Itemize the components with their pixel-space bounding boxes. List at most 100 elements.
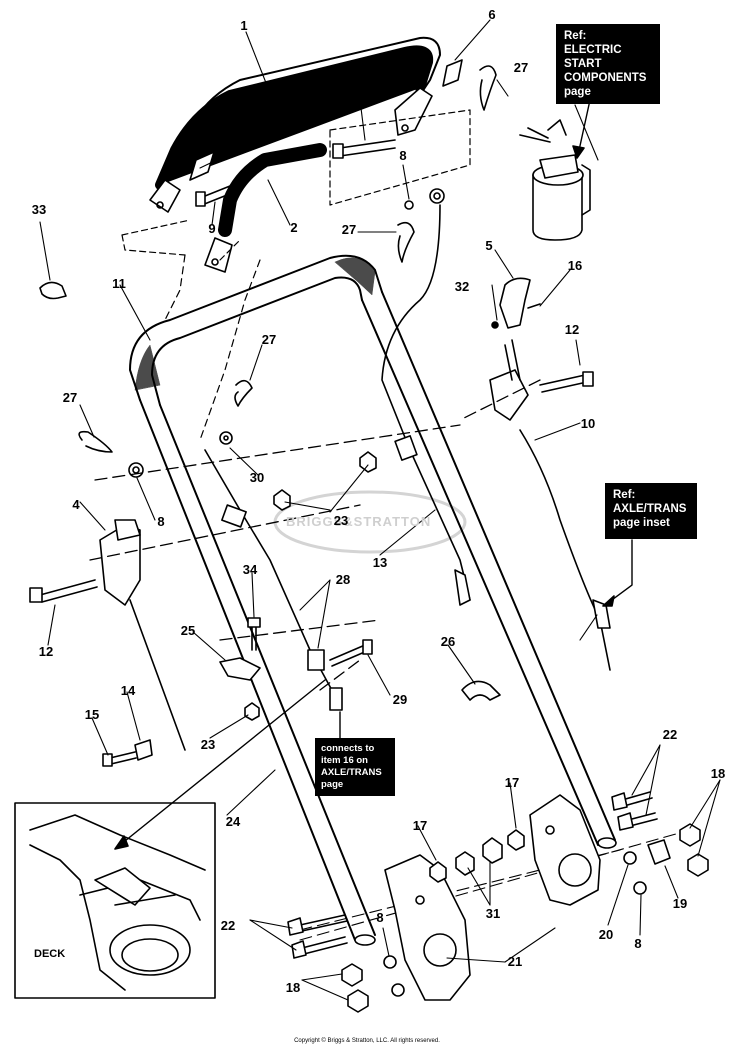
nut-23a	[359, 451, 377, 473]
callout-8d: 8	[634, 936, 642, 951]
hairpin-27a	[479, 65, 497, 111]
key-switch	[519, 119, 591, 241]
callout-20: 20	[598, 927, 614, 942]
dashed-guide-lower	[121, 219, 241, 261]
plate-21-right	[529, 794, 601, 906]
callout-1: 1	[240, 18, 248, 33]
callout-7: 7	[254, 132, 262, 147]
bolt-9	[195, 185, 233, 207]
callout-17b: 17	[412, 818, 428, 833]
callout-8a: 8	[399, 148, 407, 163]
arrow-electric-ref	[577, 99, 591, 156]
callout-33: 33	[31, 202, 47, 217]
hairpin-27c	[234, 379, 253, 407]
clip-26	[461, 680, 501, 701]
callout-26: 26	[440, 634, 456, 649]
bolt-22b	[621, 791, 653, 807]
ref-electric-line-5: page	[564, 86, 591, 98]
callout-30: 30	[249, 470, 265, 485]
ref-box-electric-start: Ref: ELECTRIC START COMPONENTS page	[556, 24, 660, 104]
deck-inset-drawing	[29, 814, 206, 991]
callout-4: 4	[72, 497, 80, 512]
nut-18a	[341, 963, 363, 987]
washer-8c	[383, 955, 397, 969]
nut-18b	[679, 823, 701, 847]
arrow-inset-cable	[119, 679, 326, 846]
ref-electric-line-3: START	[564, 58, 602, 70]
callout-8c: 8	[376, 910, 384, 925]
callout-28: 28	[335, 572, 351, 587]
callout-12b: 12	[38, 644, 54, 659]
nut-23b	[273, 489, 291, 511]
callout-32: 32	[454, 279, 470, 294]
bolt-34	[251, 624, 257, 651]
callout-9: 9	[208, 221, 216, 236]
ref-connects-line-3: AXLE/TRANS	[321, 767, 382, 778]
inset-deck-label: DECK	[34, 948, 66, 960]
callout-27d: 27	[62, 390, 78, 405]
ref-axle-line-1: Ref:	[613, 489, 636, 501]
nut-17a	[429, 861, 447, 883]
ref-axle-line-2: AXLE/TRANS	[613, 503, 687, 515]
hairpin-27d	[78, 430, 113, 453]
callout-19: 19	[672, 896, 688, 911]
ref-box-connects: connects to item 16 on AXLE/TRANS page	[315, 738, 395, 796]
bail-bracket-4	[99, 519, 186, 751]
clamp-33	[39, 281, 67, 300]
bracket-19	[647, 839, 671, 865]
callout-11: 11	[112, 276, 126, 291]
watermark-text: BRIGGS&STRATTON	[286, 514, 432, 529]
callout-14: 14	[120, 683, 136, 698]
ref-connects-line-4: page	[321, 779, 344, 790]
callout-12a: 12	[564, 322, 580, 337]
callout-18a: 18	[710, 766, 726, 781]
copyright-footer: Copyright © Briggs & Stratton, LLC. All …	[294, 1038, 440, 1044]
decal-6	[442, 59, 463, 87]
callout-27b: 27	[341, 222, 357, 237]
callout-31: 31	[485, 906, 501, 921]
callout-24: 24	[225, 814, 241, 829]
screw-15	[109, 751, 137, 765]
callout-23b: 23	[200, 737, 216, 752]
control-lever-10	[489, 339, 611, 671]
deck-inset-box	[14, 802, 216, 999]
ref-electric-line-1: Ref:	[564, 30, 587, 42]
callout-27a: 27	[513, 60, 529, 75]
ref-connects-line-2: item 16 on	[321, 755, 368, 766]
callout-18b: 18	[285, 980, 301, 995]
callout-13: 13	[372, 555, 388, 570]
callout-6: 6	[488, 7, 496, 22]
bolt-29	[329, 644, 368, 667]
washer-8a	[404, 200, 414, 210]
upper-handle-1	[149, 36, 441, 213]
callout-5: 5	[485, 238, 493, 253]
callout-2: 2	[290, 220, 298, 235]
knob-5	[499, 277, 531, 329]
bolt-22a	[299, 914, 348, 932]
washer-8d	[633, 881, 647, 895]
ref-electric-line-2: ELECTRIC	[564, 44, 622, 56]
callout-29: 29	[392, 692, 408, 707]
callout-27c: 27	[261, 332, 277, 347]
spacer-31a	[455, 851, 475, 876]
hairpin-27b	[397, 221, 415, 263]
callout-10: 10	[580, 416, 596, 431]
callout-16: 16	[567, 258, 583, 273]
ref-connects-line-1: connects to	[321, 743, 375, 754]
ref-axle-line-3: page inset	[613, 517, 670, 529]
decal-7	[189, 151, 215, 181]
callout-8b: 8	[157, 514, 165, 529]
plate-21-left	[384, 854, 471, 1001]
dashed-guide-upper	[329, 109, 471, 206]
callout-22a: 22	[662, 727, 678, 742]
callout-15: 15	[84, 707, 100, 722]
callout-3: 3	[356, 84, 364, 99]
callout-34: 34	[242, 562, 258, 577]
callout-23a: 23	[333, 513, 349, 528]
ref-electric-line-4: COMPONENTS	[564, 72, 647, 84]
bolt-3	[332, 139, 396, 159]
cable-28	[204, 449, 343, 711]
spacer-31b	[482, 837, 503, 864]
